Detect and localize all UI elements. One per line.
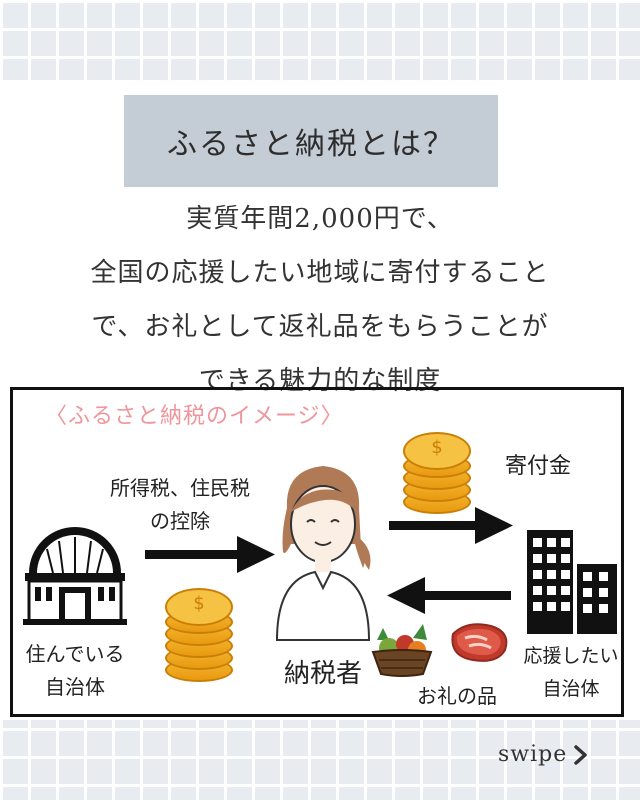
swipe-hint[interactable]: swipe <box>498 742 589 767</box>
intro-line-3: で、お礼として返礼品をもらうことが <box>91 312 549 342</box>
person-avatar-icon <box>275 466 371 641</box>
vegetable-basket-icon <box>371 624 433 677</box>
left-arrow-icon <box>387 577 511 614</box>
page-title: ふるさと納税とは？ <box>124 95 498 187</box>
gift-label: お礼の品 <box>417 684 497 708</box>
diagram-frame: 〈ふるさと納税のイメージ〉 住んでいる 自治体 所得税、住民税 の控除 <box>10 387 624 717</box>
coin-stack-icon <box>403 428 473 514</box>
diagram-subtitle: 〈ふるさと納税のイメージ〉 <box>45 404 344 429</box>
swipe-label: swipe <box>498 742 568 767</box>
support-municipality-label-2: 自治体 <box>542 678 600 700</box>
office-buildings-icon <box>527 530 617 634</box>
coin-stack-icon <box>165 588 235 682</box>
content-card: ふるさと納税とは？ 実質年間2,000円で、 全国の応援したい地域に寄付すること… <box>0 80 640 720</box>
home-municipality-label-2: 自治体 <box>45 675 105 699</box>
chevron-right-icon <box>574 744 588 765</box>
home-municipality-label-1: 住んでいる <box>25 642 125 666</box>
taxpayer-label: 納税者 <box>283 659 362 689</box>
intro-line-2: 全国の応援したい地域に寄付すること <box>90 258 550 288</box>
right-arrow-icon <box>389 507 513 544</box>
support-municipality-label-1: 応援したい <box>523 645 619 667</box>
tax-deduction-label-1: 所得税、住民税 <box>110 476 250 500</box>
tax-deduction-label-2: の控除 <box>150 509 210 533</box>
donation-label: 寄付金 <box>504 454 571 479</box>
intro-line-1: 実質年間2,000円で、 <box>186 204 454 234</box>
government-building-icon <box>23 527 127 625</box>
meat-icon <box>451 623 508 662</box>
intro-line-4: できる魅力的な制度 <box>198 366 442 396</box>
right-arrow-icon <box>145 536 275 573</box>
